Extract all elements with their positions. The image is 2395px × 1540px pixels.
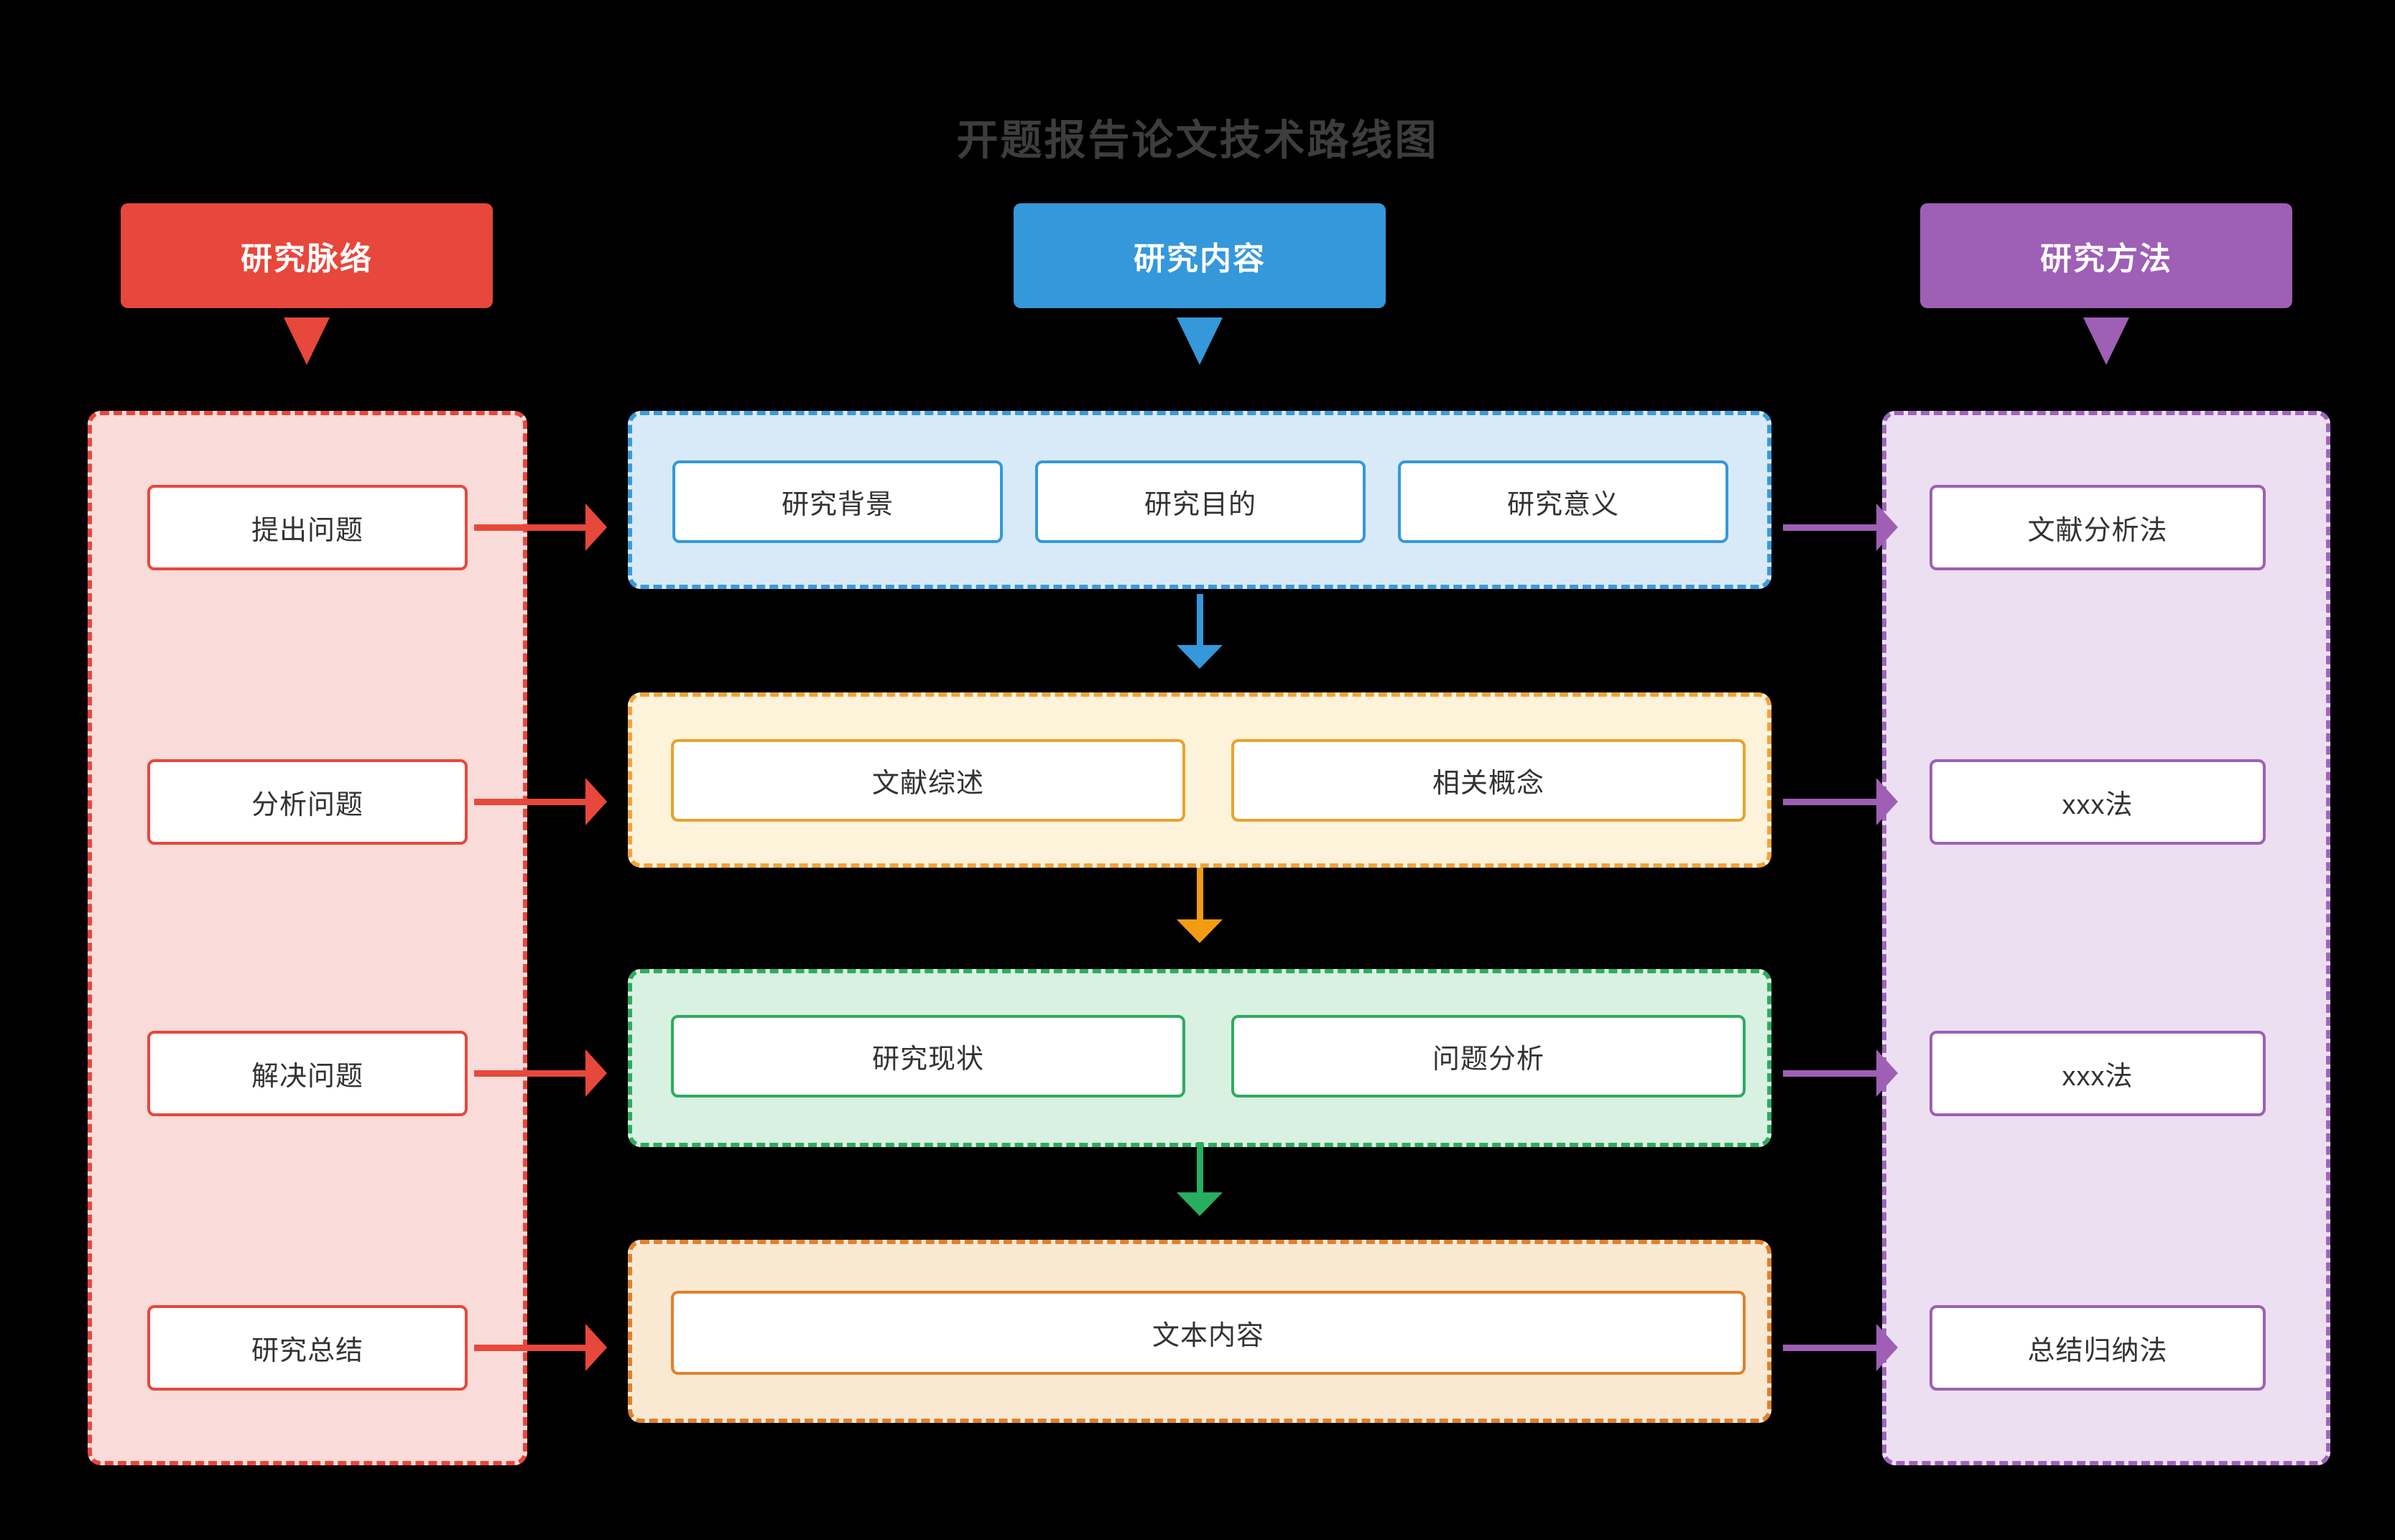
triangle-down-purple-icon: [2083, 317, 2129, 365]
node-analyze-question: 分析问题: [147, 759, 468, 845]
node-summarize-method: 总结归纳法: [1930, 1305, 2266, 1391]
header-research-method: 研究方法: [1920, 203, 2292, 308]
section-literature-concepts: 文献综述 相关概念: [628, 692, 1771, 868]
triangle-down-red-icon: [284, 317, 330, 365]
section-text-content: 文本内容: [628, 1240, 1771, 1423]
node-literature-analysis-method: 文献分析法: [1930, 485, 2266, 570]
node-xxx-method-1: xxx法: [1930, 759, 2266, 845]
header-research-context: 研究脉络: [121, 203, 493, 308]
diagram-title: 开题报告论文技术路线图: [956, 117, 1439, 164]
node-problem-analysis: 问题分析: [1231, 1015, 1746, 1098]
header-research-content: 研究内容: [1014, 203, 1386, 308]
node-literature-review: 文献综述: [671, 739, 1185, 822]
node-research-status: 研究现状: [671, 1015, 1185, 1098]
section-background-purpose-significance: 研究背景 研究目的 研究意义: [628, 411, 1771, 589]
node-raise-question: 提出问题: [147, 485, 468, 570]
node-text-content: 文本内容: [671, 1291, 1746, 1375]
node-research-significance: 研究意义: [1398, 460, 1728, 543]
node-solve-question: 解决问题: [147, 1031, 468, 1116]
section-status-analysis: 研究现状 问题分析: [628, 969, 1771, 1147]
node-related-concepts: 相关概念: [1231, 739, 1746, 822]
node-research-summary: 研究总结: [147, 1305, 468, 1391]
node-xxx-method-2: xxx法: [1930, 1031, 2266, 1116]
node-research-purpose: 研究目的: [1035, 460, 1366, 543]
group-research-method: 文献分析法 xxx法 xxx法 总结归纳法: [1882, 411, 2330, 1465]
node-research-background: 研究背景: [672, 460, 1003, 543]
triangle-down-blue-icon: [1177, 317, 1223, 365]
group-research-context: 提出问题 分析问题 解决问题 研究总结: [88, 411, 527, 1465]
